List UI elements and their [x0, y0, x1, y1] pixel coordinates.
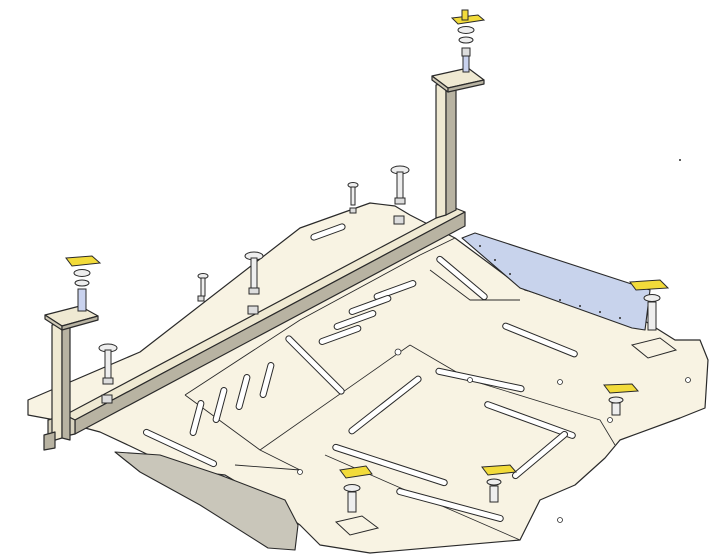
slot [332, 443, 448, 487]
slot [259, 362, 275, 398]
slot [212, 387, 228, 423]
mounting-bolts [98, 165, 410, 404]
yellow-clip [481, 464, 517, 476]
plate-holes [297, 348, 691, 523]
slot [348, 295, 392, 315]
right-bolt-stack-lower [603, 383, 640, 416]
hole [685, 377, 691, 383]
slot [142, 428, 218, 468]
yellow-clip [629, 279, 670, 291]
mounting-bolt [347, 182, 359, 206]
hole [297, 469, 303, 475]
slot [484, 401, 576, 439]
yellow-clip [65, 255, 102, 267]
hole [394, 348, 402, 356]
hole [467, 377, 473, 383]
mounting-bolt [197, 273, 209, 297]
yellow-clip [339, 465, 373, 479]
crossmember-beam [43, 67, 485, 451]
hole [557, 517, 563, 523]
beam-nut [393, 215, 405, 225]
right-post [435, 81, 447, 219]
slot [511, 430, 569, 480]
left-post [51, 321, 63, 442]
hole [607, 417, 613, 423]
plate-slots [142, 223, 578, 522]
side-flap [114, 451, 299, 551]
slot [318, 325, 362, 345]
bottom-bolt-stack-left [334, 465, 380, 536]
slot [502, 322, 578, 358]
right-bolt-stack-upper [629, 279, 678, 359]
mounting-bolt [244, 251, 264, 295]
slot [396, 488, 504, 522]
mounting-bolt [98, 343, 118, 385]
slot [436, 255, 488, 301]
slot [310, 223, 346, 241]
hole [557, 379, 563, 385]
beam-nut [247, 305, 259, 315]
mounting-bolt [390, 165, 410, 205]
left-bolt-stack [65, 255, 102, 312]
slot [435, 367, 525, 393]
yellow-clip [603, 383, 640, 394]
stray-dot [679, 159, 681, 161]
beam-nut [101, 394, 113, 404]
beam-nut [197, 295, 205, 302]
bottom-bolt-stack-right [481, 464, 517, 503]
slot [348, 375, 422, 435]
slot [189, 400, 205, 436]
slot [373, 280, 417, 300]
slot [333, 310, 377, 330]
blue-panel [461, 232, 651, 331]
top-bolt-stack [450, 9, 486, 73]
beam-nut [349, 207, 357, 214]
slot [235, 374, 251, 410]
